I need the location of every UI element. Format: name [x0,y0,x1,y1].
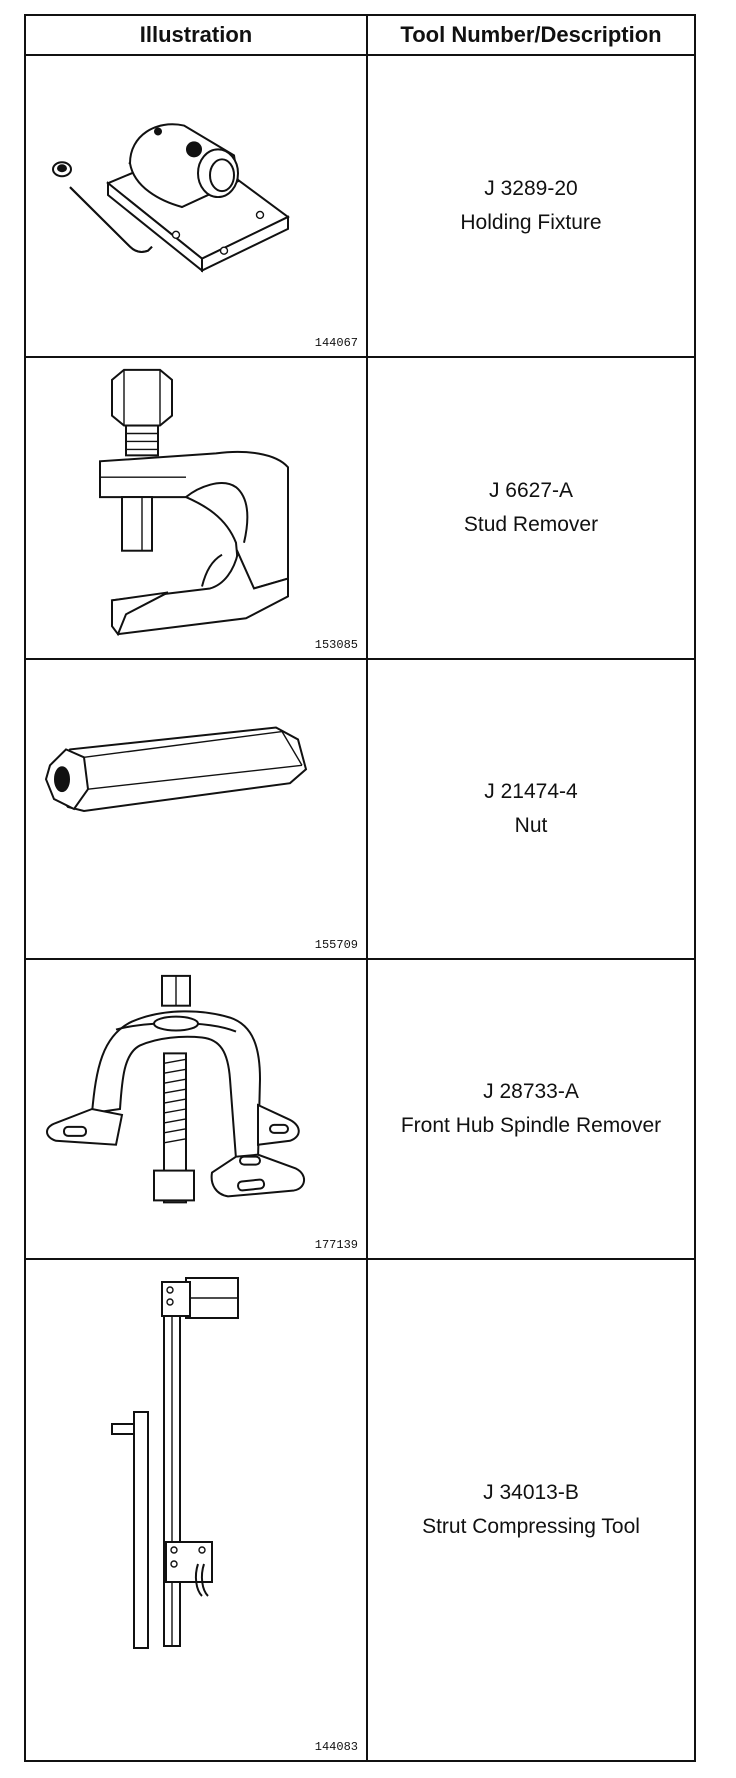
stud-remover-illustration: 153085 [26,358,366,658]
figure-number: 155709 [314,938,358,952]
figure-number: 177139 [314,1238,358,1252]
hub-spindle-remover-illustration: 177139 [26,960,366,1258]
tool-description: Strut Compressing Tool [422,1515,640,1538]
table-row: 177139 J 28733-A Front Hub Spindle Remov… [26,960,694,1260]
figure-number: 153085 [314,638,358,652]
hex-nut-illustration: 155709 [26,660,366,958]
holding-fixture-illustration: 144067 [26,56,366,356]
table-header: Illustration Tool Number/Description [26,16,694,56]
table-row: 144067 J 3289-20 Holding Fixture [26,56,694,358]
tool-number: J 34013-B [483,1481,579,1504]
tool-description: Nut [514,814,548,837]
table-row: 155709 J 21474-4 Nut [26,660,694,960]
tool-description: Stud Remover [463,513,599,536]
tool-description-cell: J 3289-20 Holding Fixture [368,56,694,356]
figure-number: 144083 [314,1740,358,1754]
tool-number: J 21474-4 [484,780,578,803]
tool-description-cell: J 21474-4 Nut [368,660,694,958]
tool-number: J 28733-A [483,1080,579,1103]
figure-number: 144067 [314,336,358,350]
tool-description: Front Hub Spindle Remover [400,1114,662,1137]
table-row: 153085 J 6627-A Stud Remover [26,358,694,660]
column-divider [366,16,368,1760]
table-row: 144083 J 34013-B Strut Compressing Tool [26,1260,694,1760]
tool-number: J 3289-20 [484,177,578,200]
header-illustration: Illustration [139,22,253,47]
strut-compressor-illustration: 144083 [26,1260,366,1760]
tool-description-cell: J 34013-B Strut Compressing Tool [368,1260,694,1760]
tool-description-cell: J 6627-A Stud Remover [368,358,694,658]
header-tool-description: Tool Number/Description [400,22,662,47]
tool-table: Illustration Tool Number/Description [24,14,696,1762]
tool-description: Holding Fixture [460,211,602,234]
tool-description-cell: J 28733-A Front Hub Spindle Remover [368,960,694,1258]
tool-number: J 6627-A [488,479,574,502]
